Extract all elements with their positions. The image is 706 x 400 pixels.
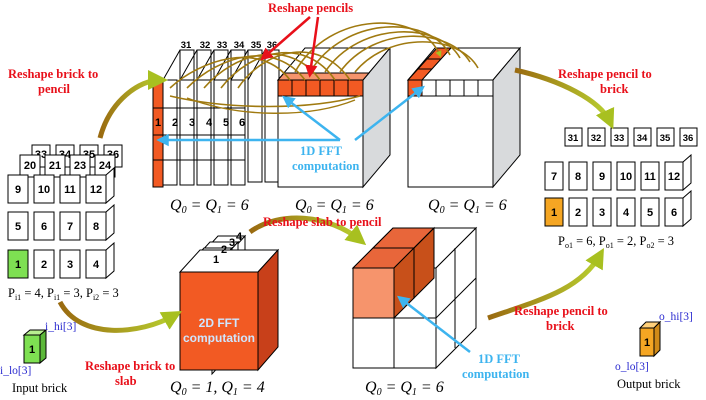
pencil-top-cell: 35 bbox=[251, 40, 262, 51]
reshape-brick-to-pencil-label: Reshape brick to bbox=[8, 67, 98, 81]
reshape-pencils-arrows bbox=[260, 16, 320, 78]
output-cell: 3 bbox=[599, 207, 605, 219]
q-label-top-right: Q0 = Q1 = 6 bbox=[428, 197, 507, 216]
input-cell: 11 bbox=[64, 184, 76, 196]
input-cell: 23 bbox=[74, 160, 86, 172]
input-brick-grid: 33 34 35 36 20 21 23 24 9 10 11 12 bbox=[7, 144, 123, 280]
o-lo-label: o_lo[3] bbox=[615, 361, 649, 373]
reshape-pencil-to-brick-bottom-label-2: brick bbox=[546, 319, 575, 333]
input-cell: 8 bbox=[93, 221, 99, 233]
reshape-pencil-to-brick-top-label-2: brick bbox=[600, 82, 629, 96]
pencil-front-cell: 2 bbox=[172, 117, 178, 129]
reshape-brick-to-slab-label-2: slab bbox=[115, 374, 137, 388]
reshape-pencil-to-brick-bottom-label: Reshape pencil to bbox=[514, 304, 608, 318]
output-brick-grid: 31 32 33 34 35 36 7 8 9 10 11 12 bbox=[544, 127, 698, 228]
output-cell: 9 bbox=[599, 171, 605, 183]
input-single-cell: 1 bbox=[29, 344, 35, 356]
output-cell: 7 bbox=[551, 171, 557, 183]
reshape-brick-to-slab-label: Reshape brick to bbox=[85, 359, 175, 373]
fft1d-top-label: 1D FFT bbox=[300, 144, 343, 158]
input-partition-label: Pi1 = 4, Pi1 = 3, Pi2 = 3 bbox=[8, 286, 119, 302]
input-brick-caption: Input brick bbox=[12, 381, 68, 395]
output-cell: 1 bbox=[551, 207, 557, 219]
q-label-top-middle: Q0 = Q1 = 6 bbox=[295, 197, 374, 216]
pencil-front-columns bbox=[162, 79, 246, 186]
slab-layer-label: 3 bbox=[229, 237, 235, 249]
input-single-brick: 1 bbox=[22, 328, 48, 365]
pencil-front-cell: 6 bbox=[239, 117, 245, 129]
top-right-cube bbox=[406, 46, 522, 189]
i-hi-label: i_hi[3] bbox=[45, 321, 76, 333]
pencil-top-cell: 31 bbox=[181, 40, 192, 51]
q-label-bottom-slab: Q0 = 1, Q1 = 4 bbox=[170, 379, 265, 398]
fft-blue-arrows bbox=[156, 85, 471, 353]
pencil-top-cell: 33 bbox=[217, 40, 228, 51]
output-cell: 8 bbox=[575, 171, 581, 183]
output-cell: 5 bbox=[647, 207, 653, 219]
input-cell: 5 bbox=[15, 221, 21, 233]
pencil-top-cell: 32 bbox=[200, 40, 211, 51]
output-cell: 2 bbox=[575, 207, 581, 219]
input-cell: 20 bbox=[24, 160, 36, 172]
output-row-1-6: 1 2 3 4 5 6 bbox=[544, 189, 692, 228]
output-cell: 35 bbox=[660, 133, 671, 144]
output-cell: 12 bbox=[668, 171, 680, 183]
fft2d-label-line1: 2D FFT bbox=[199, 316, 240, 330]
input-cell: 6 bbox=[41, 221, 47, 233]
input-cell: 4 bbox=[93, 259, 100, 271]
input-cell: 21 bbox=[49, 160, 61, 172]
input-row-5-8: 5 6 7 8 bbox=[7, 203, 115, 242]
input-row-1-4: 1 2 3 4 bbox=[7, 241, 115, 280]
i-lo-label: i_lo[3] bbox=[0, 365, 31, 377]
bottom-pencil-cube bbox=[351, 226, 478, 370]
q-label-top-pencil: Q0 = Q1 = 6 bbox=[170, 197, 249, 216]
output-cell: 31 bbox=[568, 133, 579, 144]
output-top-row: 31 32 33 34 35 36 bbox=[564, 127, 698, 147]
input-cell: 9 bbox=[15, 184, 21, 196]
reshape-pencils-label: Reshape pencils bbox=[268, 1, 353, 15]
input-cell: 12 bbox=[90, 184, 102, 196]
pencil-front-cell: 1 bbox=[155, 117, 161, 129]
fft1d-bottom-label: 1D FFT bbox=[478, 352, 521, 366]
reshape-brick-to-pencil-label-2: pencil bbox=[38, 82, 70, 96]
pencil-front-cell: 4 bbox=[206, 117, 213, 129]
input-cell: 7 bbox=[67, 221, 73, 233]
o-hi-label: o_hi[3] bbox=[659, 311, 693, 323]
output-row-7-12: 7 8 9 10 11 12 bbox=[544, 153, 692, 192]
pencil-front-cell: 3 bbox=[189, 117, 195, 129]
pencil-highlight-column bbox=[152, 81, 164, 188]
output-single-brick: 1 bbox=[638, 320, 662, 358]
output-cell: 4 bbox=[623, 207, 630, 219]
bottom-slab-stack: 4 3 2 1 2D FFT computation bbox=[178, 231, 280, 376]
pencil-front-cell: 5 bbox=[223, 117, 229, 129]
output-single-cell: 1 bbox=[644, 337, 650, 349]
input-cell: 24 bbox=[99, 160, 112, 172]
q-label-bottom-pencil: Q0 = Q1 = 6 bbox=[365, 379, 444, 398]
reshape-slab-to-pencil-label: Reshape slab to pencil bbox=[263, 215, 382, 229]
output-cell: 6 bbox=[671, 207, 677, 219]
output-cell: 11 bbox=[644, 171, 656, 183]
input-row-9-12: 9 10 11 12 bbox=[7, 166, 115, 205]
output-cell: 36 bbox=[683, 133, 694, 144]
input-cell: 2 bbox=[41, 259, 47, 271]
fft1d-top-label-2: computation bbox=[292, 159, 359, 173]
output-cell: 34 bbox=[637, 133, 648, 144]
output-brick-caption: Output brick bbox=[617, 377, 681, 391]
output-cell: 33 bbox=[614, 133, 625, 144]
pencil-top-cell: 36 bbox=[267, 40, 278, 51]
slab-layer-label: 2 bbox=[221, 244, 227, 256]
input-cell: 1 bbox=[15, 259, 21, 271]
slab-layer-label: 1 bbox=[213, 254, 219, 266]
input-cell: 3 bbox=[67, 259, 73, 271]
reshape-pencil-to-brick-top-label: Reshape pencil to bbox=[558, 67, 652, 81]
output-partition-label: Po1 = 6, Po1 = 2, Po2 = 3 bbox=[558, 234, 674, 250]
output-cell: 10 bbox=[620, 171, 632, 183]
fft2d-label-line2: computation bbox=[183, 331, 255, 345]
slab-layer-label: 4 bbox=[236, 231, 243, 243]
fft1d-bottom-label-2: computation bbox=[462, 367, 529, 381]
input-cell: 10 bbox=[38, 184, 50, 196]
output-cell: 32 bbox=[591, 133, 602, 144]
pencil-top-cell: 34 bbox=[234, 40, 245, 51]
